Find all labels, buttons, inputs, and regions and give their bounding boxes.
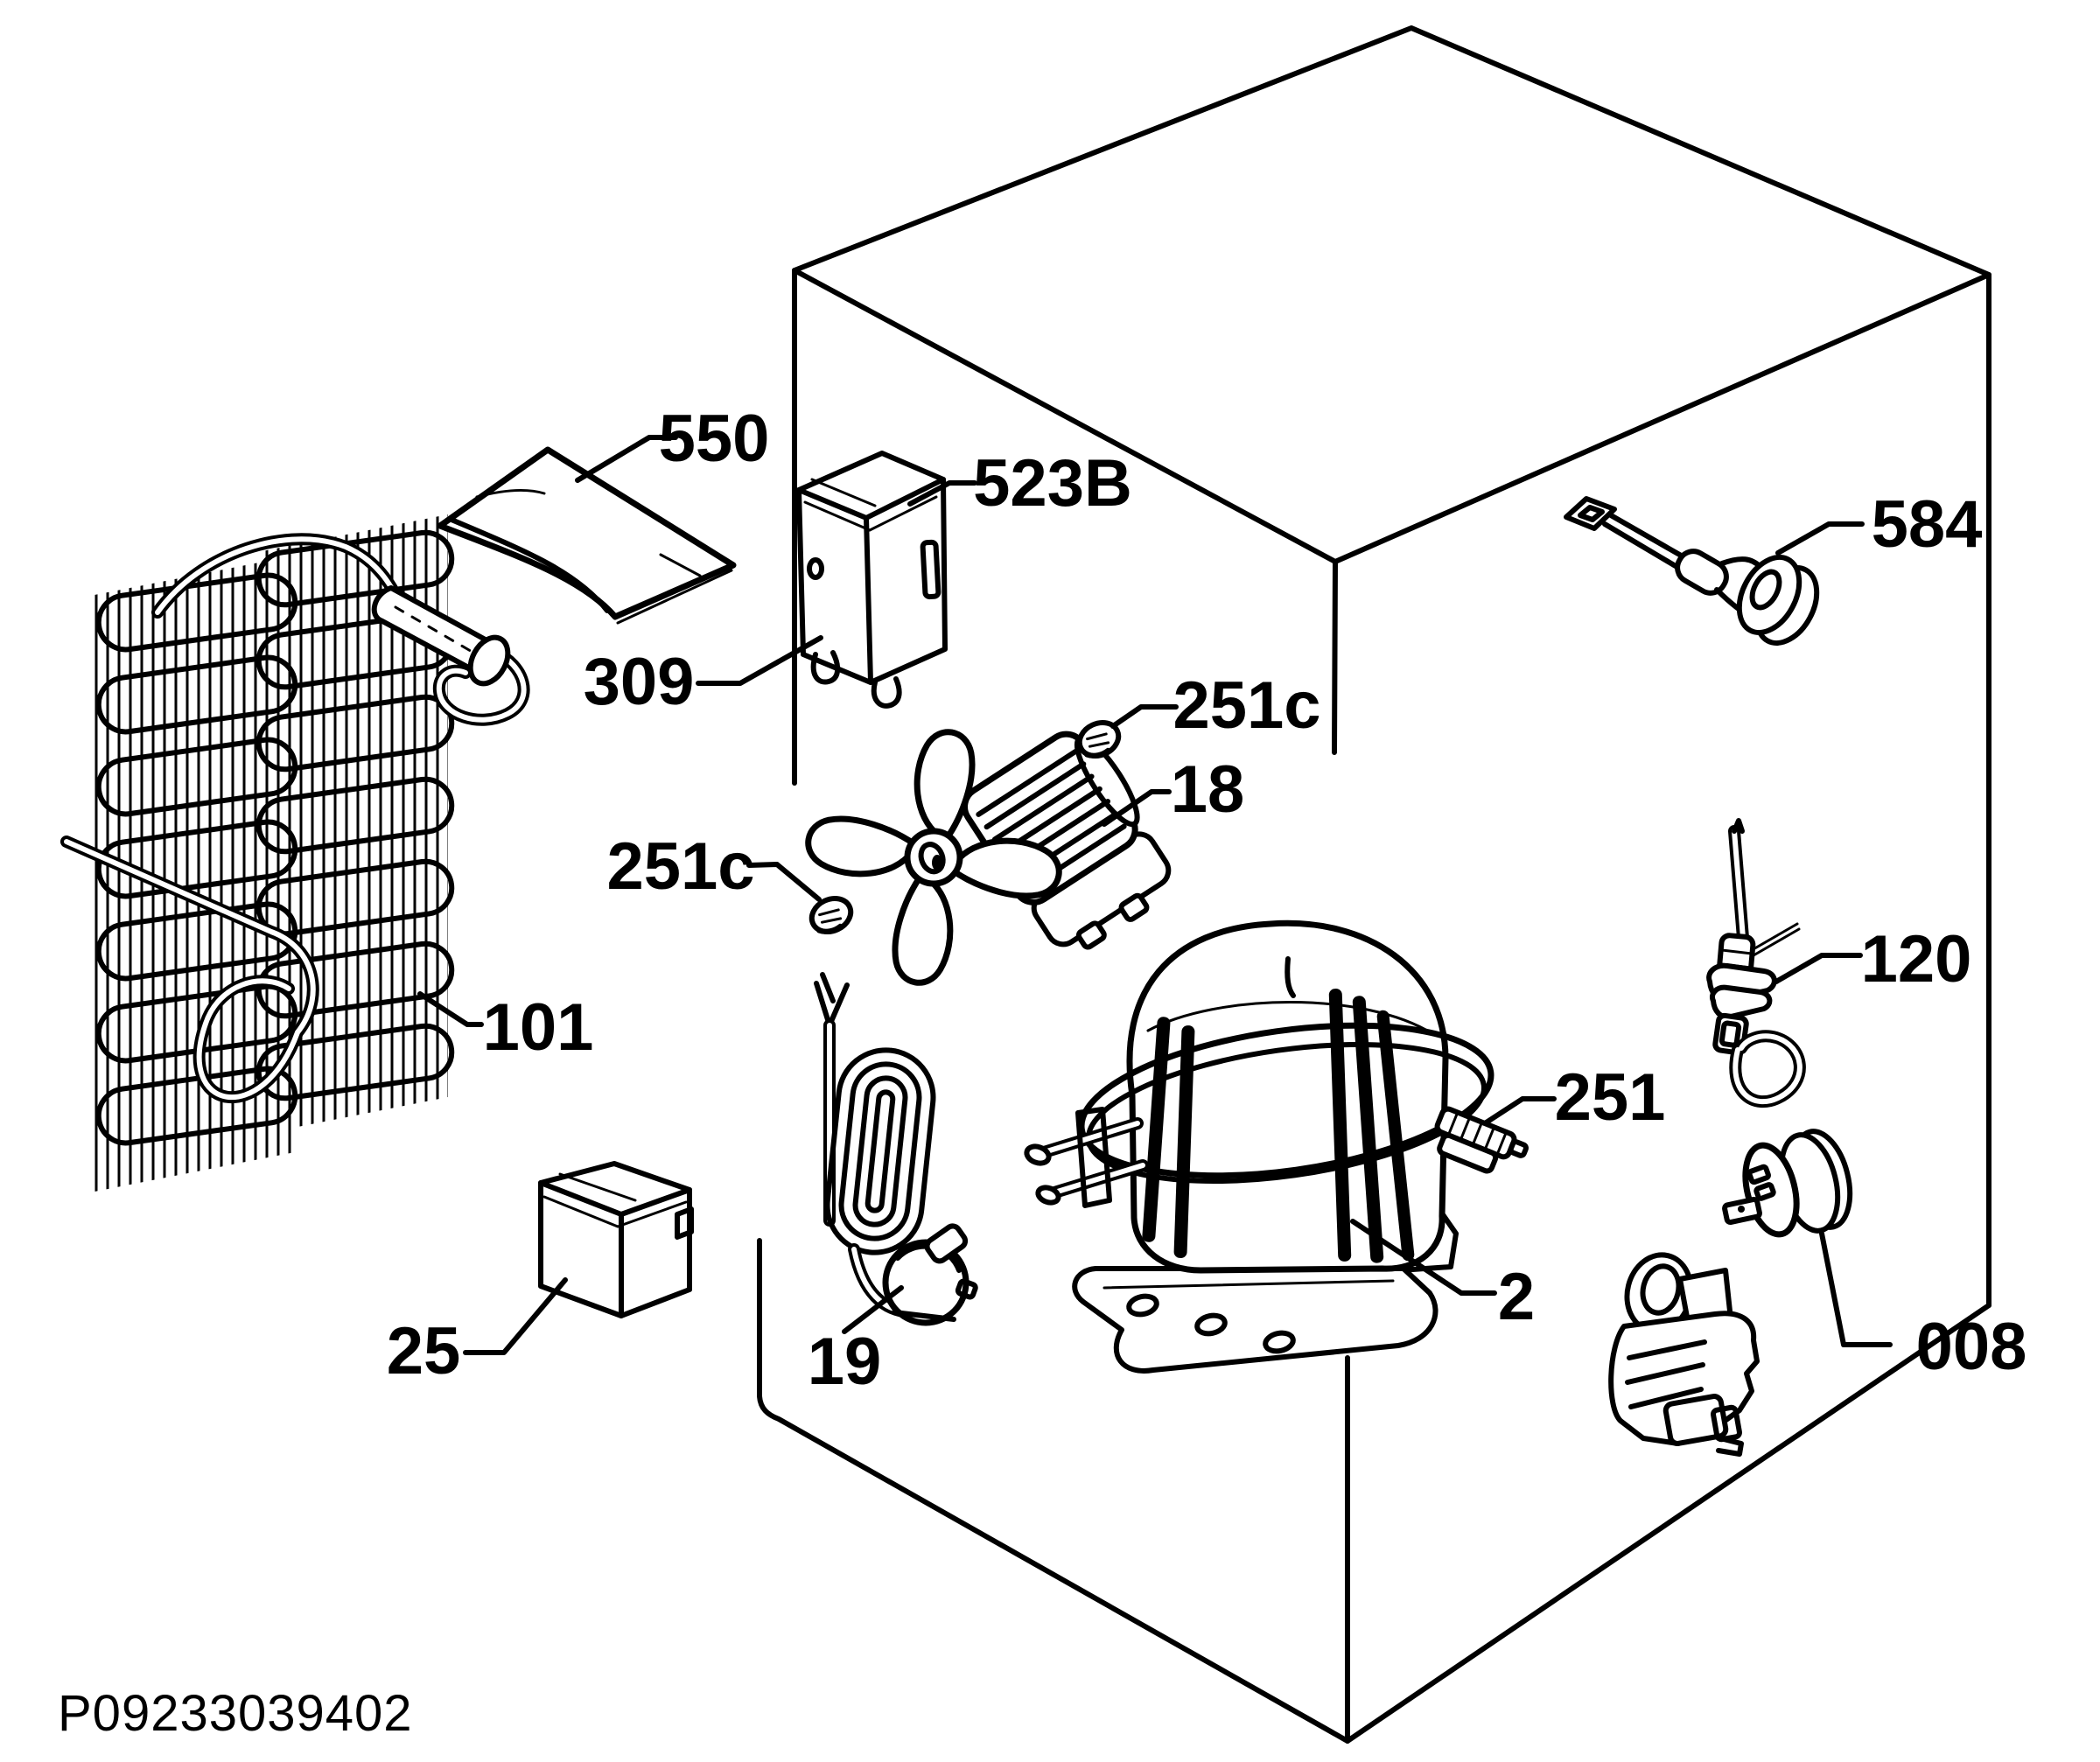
- relay-box-25: [538, 1161, 694, 1318]
- callout-550: 550: [659, 402, 770, 476]
- callout-008: 008: [1916, 1310, 2027, 1384]
- callout-120: 120: [1861, 922, 1972, 996]
- drawing-code: P09233039402: [58, 1685, 413, 1742]
- leader-lines: [417, 435, 1893, 1355]
- screw-251c-lower: [808, 896, 854, 934]
- screw-251c-upper: [1076, 720, 1122, 759]
- callout-25: 25: [387, 1314, 461, 1388]
- compressor-2: [1024, 919, 1494, 1374]
- callout-584: 584: [1872, 487, 1983, 562]
- sensor-120: [1706, 818, 1806, 1108]
- callout-101: 101: [483, 990, 594, 1065]
- defrost-thermostat-584: [1564, 496, 1820, 646]
- callout-309: 309: [584, 645, 695, 719]
- relay-kit-008: [1608, 1129, 1853, 1457]
- deflector-550: [437, 446, 737, 625]
- drier-filter: [371, 585, 511, 687]
- callout-labels: 550 523B 584 309 251c 18 251c 101 120 25…: [387, 402, 2027, 1399]
- terminal-block-251: [1434, 1106, 1529, 1174]
- fan-blades: [805, 729, 1062, 986]
- start-device-523b: [796, 451, 948, 709]
- callout-523b: 523B: [973, 446, 1132, 521]
- fan-assembly-18: [805, 729, 1172, 986]
- callout-2: 2: [1498, 1260, 1535, 1334]
- callout-251: 251: [1555, 1060, 1666, 1135]
- callout-18: 18: [1171, 752, 1245, 827]
- callout-19: 19: [808, 1325, 882, 1399]
- heater-cable-19: [814, 972, 978, 1326]
- condenser-101: [60, 514, 530, 1192]
- callout-251c-upper: 251c: [1172, 668, 1320, 743]
- callout-251c-lower: 251c: [606, 829, 754, 904]
- cabinet-outline: [757, 25, 1992, 1744]
